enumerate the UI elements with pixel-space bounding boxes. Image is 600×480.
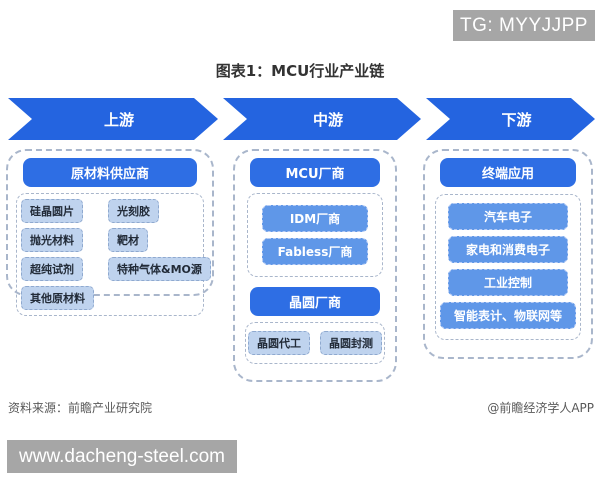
wafer-vendors-group: 晶圆代工 晶圆封测 (245, 322, 385, 364)
site-watermark-bar: www.dacheng-steel.com (7, 440, 237, 473)
upstream-items-group: 硅晶圆片 光刻胶 抛光材料 靶材 超纯试剂 特种气体&MO源 其他原材料 (16, 193, 211, 316)
chain-item: 工业控制 (448, 269, 568, 296)
upstream-panel: 原材料供应商 硅晶圆片 光刻胶 抛光材料 靶材 超纯试剂 特种气体&MO源 其他… (6, 149, 214, 316)
chain-item: 晶圆代工 (248, 331, 310, 355)
stage-arrow-midstream: 中游 (223, 98, 421, 140)
chain-item: 家电和消费电子 (448, 236, 568, 263)
downstream-items-group: 汽车电子 家电和消费电子 工业控制 智能表计、物联网等 (435, 194, 581, 340)
chain-item: IDM厂商 (262, 205, 368, 232)
chain-item: 抛光材料 (21, 228, 83, 252)
chain-item: 其他原材料 (21, 286, 94, 310)
downstream-panel: 终端应用 汽车电子 家电和消费电子 工业控制 智能表计、物联网等 (423, 149, 593, 359)
chain-item: Fabless厂商 (262, 238, 368, 265)
wafer-vendors-header: 晶圆厂商 (250, 287, 380, 316)
chain-item: 特种气体&MO源 (108, 257, 211, 281)
tg-badge: TG: MYYJJPP (453, 10, 595, 41)
chain-item: 汽车电子 (448, 203, 568, 230)
stage-arrow-upstream: 上游 (8, 98, 218, 140)
stage-arrow-row: 上游 中游 下游 (8, 98, 595, 140)
mcu-vendors-group: IDM厂商 Fabless厂商 (247, 193, 383, 277)
upstream-header: 原材料供应商 (23, 158, 197, 187)
chain-item: 硅晶圆片 (21, 199, 83, 223)
midstream-panel: MCU厂商 IDM厂商 Fabless厂商 晶圆厂商 晶圆代工 晶圆封测 (233, 149, 397, 382)
downstream-header: 终端应用 (440, 158, 576, 187)
stage-arrow-downstream: 下游 (426, 98, 595, 140)
credit-note: @前瞻经济学人APP (487, 401, 594, 415)
source-note: 资料来源：前瞻产业研究院 (8, 401, 153, 415)
chain-item: 超纯试剂 (21, 257, 83, 281)
chain-item: 晶圆封测 (320, 331, 382, 355)
chain-item: 光刻胶 (108, 199, 159, 223)
page-title: 图表1：MCU行业产业链 (215, 62, 385, 80)
chain-item: 智能表计、物联网等 (440, 302, 576, 329)
chain-item: 靶材 (108, 228, 148, 252)
mcu-vendors-header: MCU厂商 (250, 158, 380, 187)
